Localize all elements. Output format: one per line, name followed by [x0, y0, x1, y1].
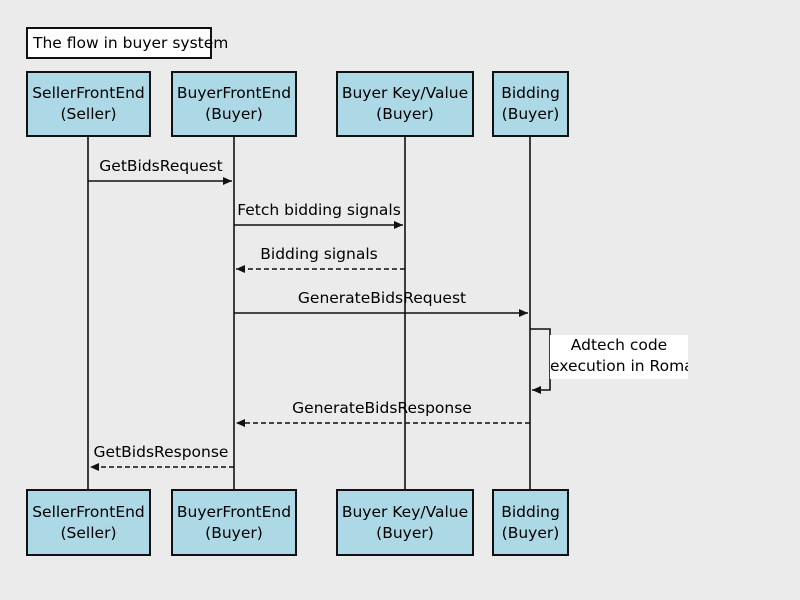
participant-buyerfrontend-top: BuyerFrontEnd (Buyer) [171, 71, 297, 137]
participant-name: Buyer Key/Value [341, 84, 469, 102]
participant-role: (Buyer) [376, 523, 434, 542]
participant-role: (Buyer) [376, 105, 434, 123]
participant-sellerfrontend-top: SellerFrontEnd (Seller) [26, 71, 151, 137]
note-line-1: Adtech code [570, 336, 668, 354]
participant-sellerfrontend-bottom: SellerFrontEnd (Seller) [26, 489, 151, 556]
participant-name: Bidding [501, 502, 560, 521]
message-label-generatebidsrequest: GenerateBidsRequest [297, 289, 467, 307]
participant-name: BuyerFrontEnd [176, 84, 292, 102]
participant-buyerfrontend-bottom: BuyerFrontEnd (Buyer) [171, 489, 297, 556]
participant-name: BuyerFrontEnd [176, 502, 292, 521]
participant-role: (Buyer) [501, 523, 560, 542]
message-label-getbidsresponse: GetBidsResponse [93, 443, 229, 461]
message-label-getbidsrequest: GetBidsRequest [99, 157, 223, 175]
arrow-self-adtech-execution [530, 328, 551, 394]
participant-bidding-top: Bidding (Buyer) [492, 71, 569, 137]
participant-role: (Buyer) [501, 105, 560, 123]
participant-role: (Seller) [60, 105, 117, 123]
note-line-2: execution in Roma [550, 357, 688, 375]
participant-name: Buyer Key/Value [341, 502, 469, 521]
self-call-note: Adtech code execution in Roma [550, 335, 688, 379]
participant-name: SellerFrontEnd [32, 502, 145, 521]
participant-role: (Buyer) [205, 523, 263, 542]
participant-role: (Buyer) [205, 105, 263, 123]
message-label-bidding-signals: Bidding signals [260, 245, 378, 263]
message-label-generatebidsresponse: GenerateBidsResponse [292, 399, 472, 417]
message-label-fetch-bidding-signals: Fetch bidding signals [237, 201, 401, 219]
diagram-title: The flow in buyer system [26, 27, 228, 59]
participant-name: Bidding [501, 84, 560, 102]
participant-role: (Seller) [60, 523, 117, 542]
participant-name: SellerFrontEnd [32, 84, 145, 102]
participant-bidding-bottom: Bidding (Buyer) [492, 489, 569, 556]
participant-buyer-keyvalue-bottom: Buyer Key/Value (Buyer) [336, 489, 474, 556]
participant-buyer-keyvalue-top: Buyer Key/Value (Buyer) [336, 71, 474, 137]
